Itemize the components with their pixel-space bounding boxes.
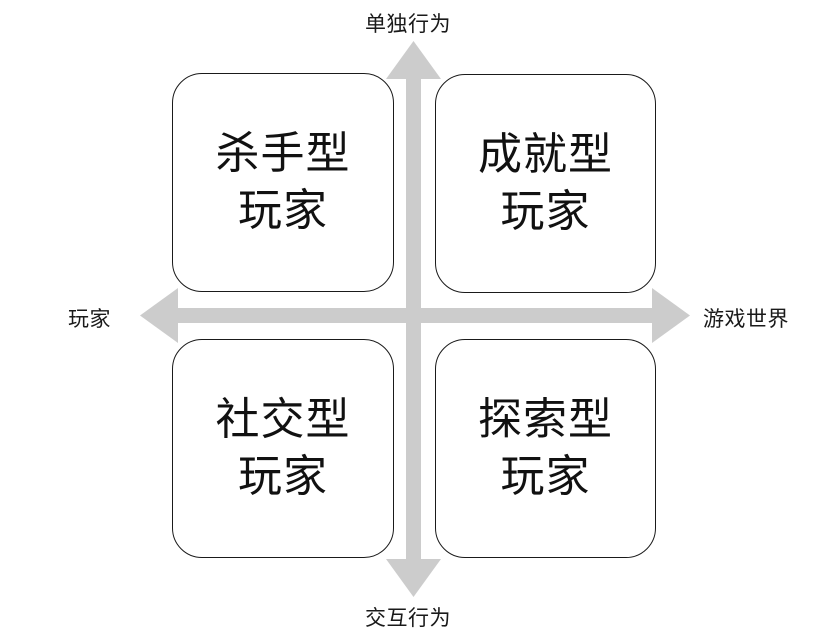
quadrant-box-explorer[interactable]: 探索型 玩家 [435, 339, 656, 558]
quadrant-box-socializer[interactable]: 社交型 玩家 [172, 339, 394, 558]
quadrant-label-line1: 社交型 [215, 394, 351, 446]
quadrant-label-line1: 成就型 [478, 129, 613, 181]
arrow-up-head [386, 41, 441, 79]
quadrant-box-killer[interactable]: 杀手型 玩家 [172, 73, 394, 292]
quadrant-label-line1: 探索型 [478, 394, 613, 446]
quadrant-label-line2: 玩家 [238, 184, 328, 236]
quadrant-box-achiever[interactable]: 成就型 玩家 [435, 74, 656, 293]
axis-label-top: 单独行为 [365, 12, 451, 36]
quadrant-label-line2: 玩家 [500, 185, 591, 237]
quadrant-label-line2: 玩家 [500, 450, 591, 502]
arrow-left-head [140, 288, 178, 343]
arrow-right-head [652, 288, 690, 343]
axis-label-right: 游戏世界 [703, 307, 789, 331]
axis-label-left: 玩家 [68, 307, 111, 331]
arrow-down-head [386, 559, 441, 597]
axis-label-bottom: 交互行为 [365, 606, 451, 630]
horizontal-axis-arrow [140, 288, 690, 343]
quadrant-label-line1: 杀手型 [215, 128, 351, 180]
quadrant-label-line2: 玩家 [238, 450, 328, 502]
